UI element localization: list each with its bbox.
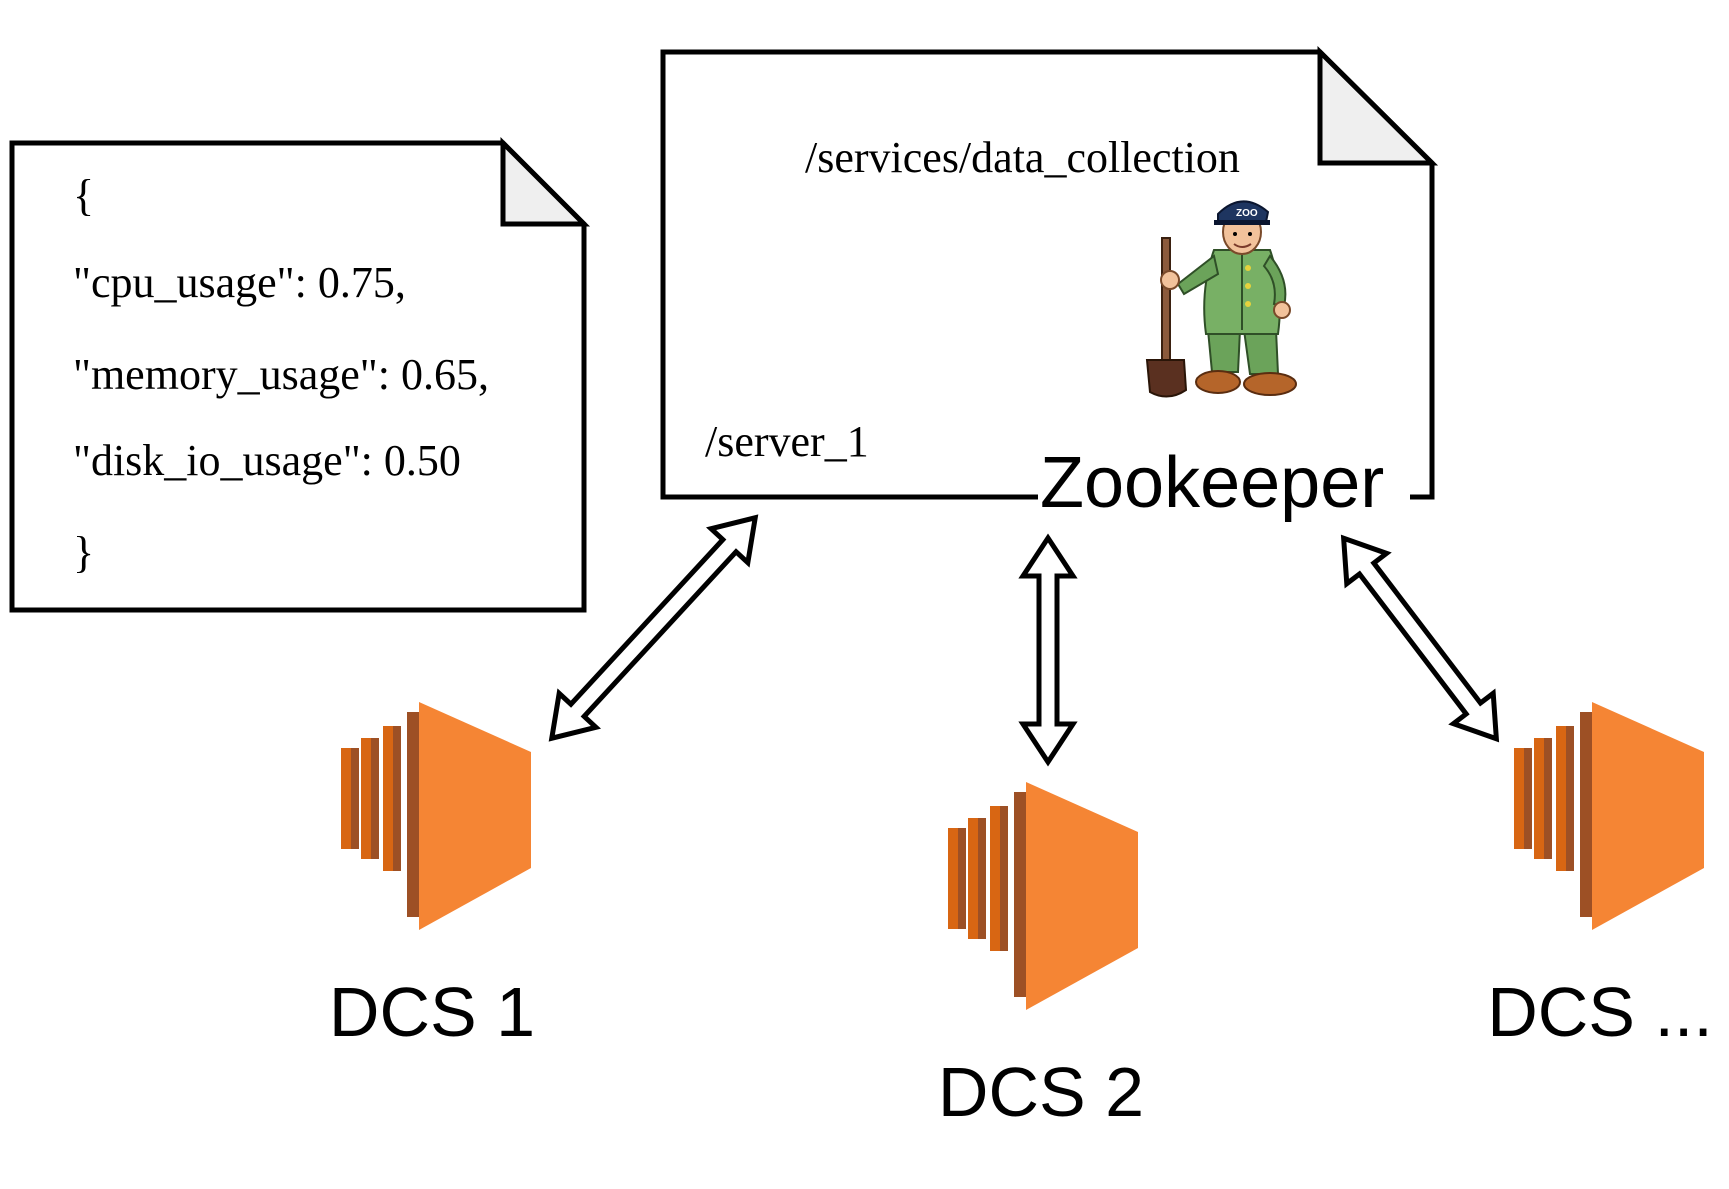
zookeeper-path-label: /services/data_collection	[805, 133, 1240, 182]
ec2-instance-icon	[341, 702, 531, 930]
svg-text:ZOO: ZOO	[1236, 208, 1258, 219]
arrow-zookeeper-dcs2	[1018, 533, 1078, 767]
zookeeper-mascot-icon: ZOO	[1145, 200, 1297, 398]
json-note-fold	[500, 136, 591, 227]
arrow-zookeeper-dcs-more	[1340, 534, 1500, 743]
zookeeper-title: Zookeeper	[1040, 443, 1384, 523]
json-note-document: { "cpu_usage": 0.75, "memory_usage": 0.6…	[9, 136, 591, 613]
arrow-zookeeper-dcs1	[548, 514, 759, 742]
json-line-disk-io-usage: "disk_io_usage": 0.50	[73, 436, 461, 485]
ec2-instance-icon	[948, 782, 1138, 1010]
zookeeper-document: /services/data_collection /server_1 Zook…	[660, 46, 1439, 523]
dcs-more-label: DCS ...	[1487, 973, 1713, 1051]
zookeeper-node-label: /server_1	[705, 417, 869, 466]
json-close-brace: }	[73, 528, 94, 577]
dcs2-label: DCS 2	[938, 1053, 1144, 1131]
ec2-instance-icon	[1514, 702, 1704, 930]
json-line-cpu-usage: "cpu_usage": 0.75,	[73, 258, 406, 307]
dcs1-instance: DCS 1	[329, 702, 535, 1051]
dcs2-instance: DCS 2	[938, 782, 1144, 1131]
dcs1-label: DCS 1	[329, 973, 535, 1051]
dcs-more-instance: DCS ...	[1487, 702, 1713, 1051]
json-open-brace: {	[73, 171, 94, 220]
zookeeper-doc-fold	[1317, 46, 1439, 166]
json-line-memory-usage: "memory_usage": 0.65,	[73, 350, 489, 399]
